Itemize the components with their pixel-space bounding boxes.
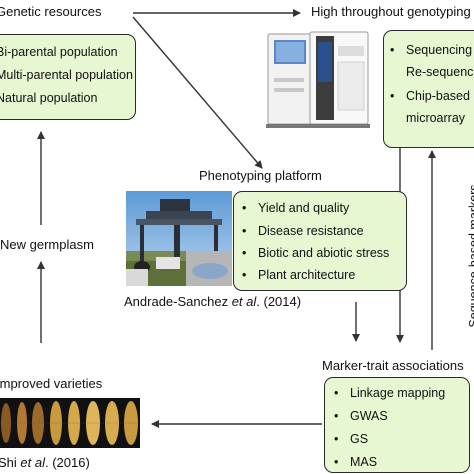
population-item: Multi-parental population	[0, 68, 133, 82]
population-item: Natural population	[0, 91, 98, 105]
genetic-resources-box: Bi-parental population Multi-parental po…	[0, 34, 136, 120]
improved-varieties-title: Improved varieties	[0, 376, 103, 391]
trait-item: •Yield and quality	[242, 201, 350, 215]
sequence-markers-label: Sequence-based markers	[467, 184, 474, 328]
population-item: Bi-parental population	[0, 45, 118, 59]
new-germplasm-label: New germplasm	[0, 237, 94, 252]
genetic-resources-title: Genetic resources	[0, 4, 102, 19]
trait-item: •Biotic and abiotic stress	[242, 246, 390, 260]
rice-grains-photo	[0, 398, 140, 448]
phenotyping-title: Phenotyping platform	[199, 168, 322, 183]
phenotyping-box: •Yield and quality •Disease resistance •…	[233, 191, 407, 291]
genotyping-box: •Sequencing Re-sequencing •Chip-based mi…	[383, 30, 474, 148]
varieties-citation: Shi et al. (2016)	[0, 455, 90, 470]
genotyping-item: •Sequencing	[390, 43, 473, 57]
associations-title: Marker-trait associations	[322, 358, 464, 373]
trait-item: •Plant architecture	[242, 268, 356, 282]
genotyping-item: •Chip-based	[390, 89, 470, 103]
genotyping-title: High throughout genotyping	[311, 4, 471, 19]
analysis-item: •MAS	[334, 455, 378, 469]
phenotyping-field-photo	[126, 191, 232, 286]
trait-item: •Disease resistance	[242, 224, 364, 238]
phenotyping-citation: Andrade-Sanchez et al. (2014)	[124, 294, 302, 309]
arrow-resources-to-phenotyping	[132, 16, 263, 169]
analysis-item: •GWAS	[334, 409, 388, 423]
sequencer-image	[266, 28, 371, 130]
analysis-item: •Linkage mapping	[334, 386, 446, 400]
genotyping-item: microarray	[406, 111, 466, 125]
analysis-item: •GS	[334, 432, 369, 446]
genotyping-item: Re-sequencing	[406, 65, 474, 79]
associations-box: •Linkage mapping •GWAS •GS •MAS	[324, 377, 470, 473]
